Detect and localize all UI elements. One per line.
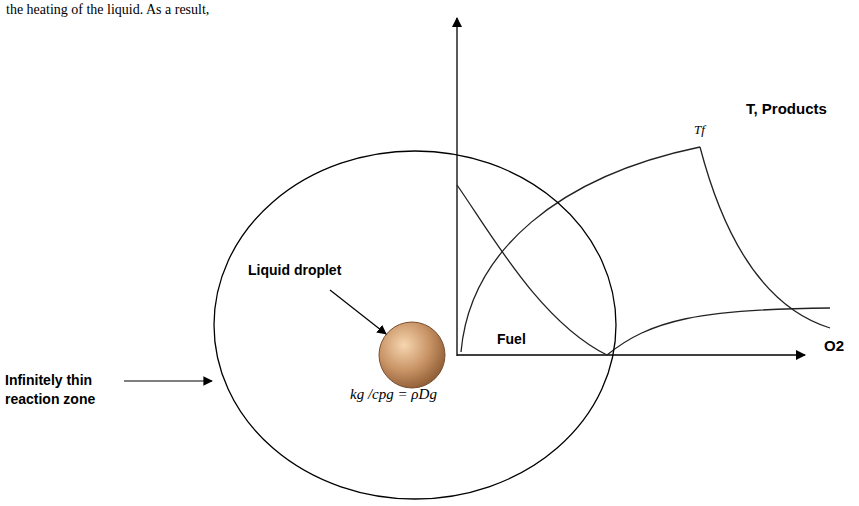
- temperature-decay-curve: [700, 147, 830, 328]
- liquid-droplet: [379, 322, 445, 388]
- temperature-curve: [461, 147, 700, 352]
- leader-arrow: [124, 380, 212, 381]
- fuel-label: Fuel: [497, 331, 526, 347]
- reaction-zone-circle: kg /cpg = ρDg: [213, 150, 617, 500]
- products-label: T, Products: [746, 100, 827, 117]
- circle-outline: [213, 150, 617, 500]
- fuel-curve: [457, 185, 607, 355]
- flame-temperature-label: Tf: [694, 122, 705, 138]
- leader-arrow: [330, 290, 386, 334]
- x-axis: [457, 354, 805, 355]
- droplet-label: Liquid droplet: [248, 262, 341, 278]
- body-text: the heating of the liquid. As a result,: [6, 2, 209, 18]
- y-axis: [456, 18, 457, 356]
- oxygen-label: O2: [824, 337, 844, 354]
- reaction-zone-label: Infinitely thin reaction zone: [5, 371, 123, 409]
- formula-text: kg /cpg = ρDg: [350, 386, 437, 403]
- oxygen-curve: [607, 308, 830, 355]
